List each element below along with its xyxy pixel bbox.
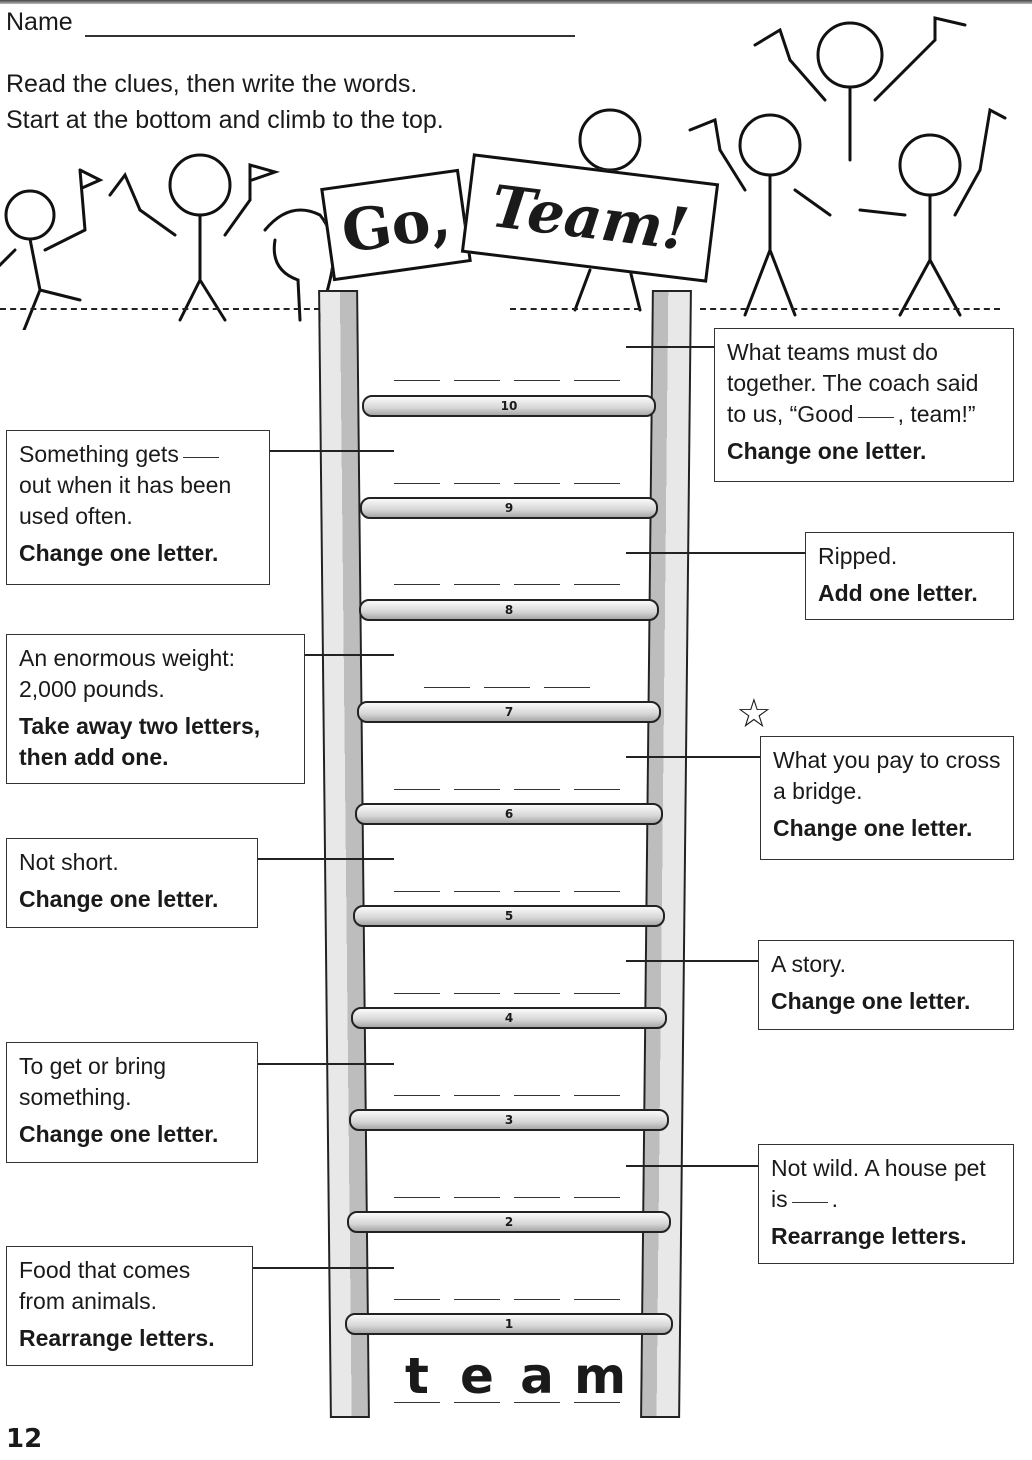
rung-number: 5 <box>504 909 514 923</box>
instruction-line-2: Start at the bottom and climb to the top… <box>6 106 444 134</box>
ladder-rung-9: 9 <box>360 497 658 519</box>
instructions: Read the clues, then write the words. St… <box>6 66 444 138</box>
connector-1 <box>253 1267 394 1269</box>
ladder-rung-4: 4 <box>351 1007 667 1029</box>
ground-line-left <box>0 308 320 310</box>
ladder-rung-7: 7 <box>357 701 661 723</box>
ladder-right-rail <box>640 290 692 1418</box>
ground-line-mid <box>510 308 640 310</box>
clue-instruction: Change one letter. <box>19 1121 219 1147</box>
ladder-rung-3: 3 <box>349 1109 669 1131</box>
clue-instruction: Change one letter. <box>19 886 219 912</box>
answer-blanks-5[interactable] <box>394 891 620 892</box>
ladder-rung-6: 6 <box>355 803 663 825</box>
go-sign: Go, <box>320 168 472 282</box>
name-input-line[interactable] <box>84 11 575 37</box>
smiling-star-icon: ☆ <box>736 692 772 736</box>
ladder-rung-10: 10 <box>362 395 656 417</box>
inline-blank <box>791 1202 828 1203</box>
connector-8 <box>626 552 805 554</box>
clue-text: Not wild. A house pet is. <box>771 1155 986 1212</box>
clue-box-8: Ripped. Add one letter. <box>805 532 1014 620</box>
cheering-kids-illustration: Go, Team! <box>0 0 1032 342</box>
start-letter: a <box>514 1350 560 1403</box>
instruction-line-1: Read the clues, then write the words. <box>6 70 418 98</box>
connector-6 <box>626 756 760 758</box>
clue-text: A story. <box>771 951 846 977</box>
inline-blank <box>857 417 894 418</box>
clue-box-2: Not wild. A house pet is. Rearrange lett… <box>758 1144 1014 1264</box>
clue-instruction: Rearrange letters. <box>19 1325 215 1351</box>
answer-blanks-4[interactable] <box>394 993 620 994</box>
inline-blank <box>182 457 219 458</box>
clue-box-4: A story. Change one letter. <box>758 940 1014 1030</box>
name-label: Name <box>6 8 73 36</box>
clue-text: Not short. <box>19 849 119 875</box>
ladder-rung-1: 1 <box>345 1313 673 1335</box>
answer-blanks-8[interactable] <box>394 584 620 585</box>
start-letter: t <box>394 1350 440 1403</box>
clue-box-5: Not short. Change one letter. <box>6 838 258 928</box>
ladder-rung-5: 5 <box>353 905 665 927</box>
connector-4 <box>626 960 758 962</box>
connector-9 <box>270 450 394 452</box>
answer-blanks-1[interactable] <box>394 1299 620 1300</box>
clue-text: Something gets out when it has been used… <box>19 441 232 529</box>
answer-blanks-9[interactable] <box>394 483 620 484</box>
page-number: 12 <box>6 1424 43 1454</box>
connector-5 <box>258 858 394 860</box>
clue-instruction: Take away two letters, then add one. <box>19 713 261 770</box>
clue-text: An enormous weight: 2,000 pounds. <box>19 645 236 702</box>
connector-7 <box>305 654 394 656</box>
top-border <box>0 0 1032 4</box>
clue-box-6: What you pay to cross a bridge. Change o… <box>760 736 1014 860</box>
start-letter: e <box>454 1350 500 1403</box>
ladder-left-rail <box>318 290 370 1418</box>
clue-box-7: An enormous weight: 2,000 pounds. Take a… <box>6 634 305 784</box>
clue-instruction: Rearrange letters. <box>771 1223 967 1249</box>
rung-number: 1 <box>504 1317 514 1331</box>
answer-blanks-3[interactable] <box>394 1095 620 1096</box>
name-field-row: Name <box>6 8 575 37</box>
connector-10 <box>626 346 714 348</box>
rung-number: 10 <box>500 399 518 413</box>
rung-number: 2 <box>504 1215 514 1229</box>
clue-instruction: Change one letter. <box>727 438 927 464</box>
answer-blanks-7[interactable] <box>424 687 590 688</box>
clue-text: What teams must do together. The coach s… <box>727 339 979 427</box>
rung-number: 6 <box>504 807 514 821</box>
answer-blanks-6[interactable] <box>394 789 620 790</box>
clue-instruction: Change one letter. <box>771 988 971 1014</box>
clue-instruction: Change one letter. <box>773 815 973 841</box>
start-letter: m <box>574 1347 627 1405</box>
rung-number: 8 <box>504 603 514 617</box>
clue-text: What you pay to cross a bridge. <box>773 747 1001 804</box>
clue-box-1: Food that comes from animals. Rearrange … <box>6 1246 253 1366</box>
clue-text: To get or bring something. <box>19 1053 167 1110</box>
rung-number: 7 <box>504 705 514 719</box>
rung-number: 9 <box>504 501 514 515</box>
answer-blanks-10[interactable] <box>394 380 620 381</box>
clue-box-10: What teams must do together. The coach s… <box>714 328 1014 482</box>
clue-text: Ripped. <box>818 543 898 569</box>
clue-instruction: Change one letter. <box>19 540 219 566</box>
clue-box-3: To get or bring something. Change one le… <box>6 1042 258 1163</box>
cartoon-children-icon <box>0 16 1007 342</box>
clue-instruction: Add one letter. <box>818 580 978 606</box>
ground-line-right <box>700 308 1000 310</box>
rung-number: 3 <box>504 1113 514 1127</box>
clue-box-9: Something gets out when it has been used… <box>6 430 270 585</box>
team-sign: Team! <box>460 153 720 283</box>
connector-3 <box>258 1063 394 1065</box>
connector-2 <box>626 1165 758 1167</box>
ladder-rung-8: 8 <box>359 599 659 621</box>
answer-blanks-2[interactable] <box>394 1197 620 1198</box>
ladder-rung-2: 2 <box>347 1211 671 1233</box>
start-word-team: t e a m <box>394 1347 627 1405</box>
clue-text: Food that comes from animals. <box>19 1257 191 1314</box>
rung-number: 4 <box>504 1011 514 1025</box>
